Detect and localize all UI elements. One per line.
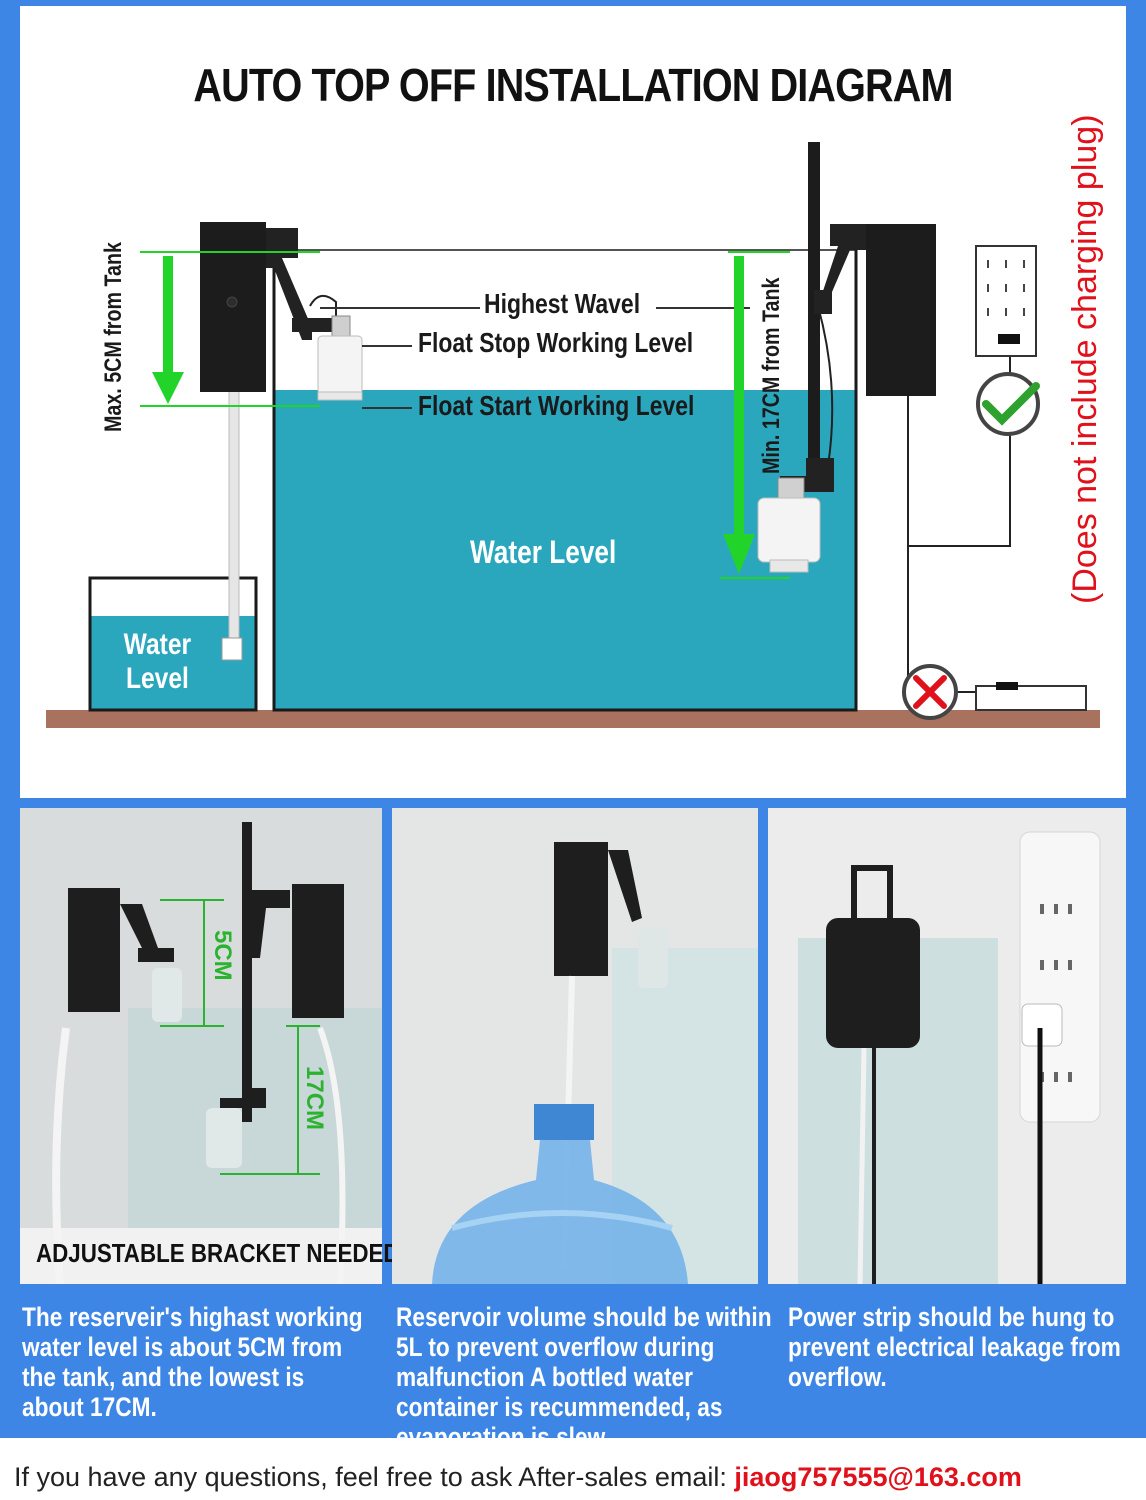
left-bracket [266,228,312,340]
photo-power-strip-drawing [768,808,1126,1284]
photo-bracket-drawing [20,808,382,1284]
caption-power-strip: Power strip should be hung to prevent el… [788,1302,1121,1392]
right-bracket [818,224,866,306]
after-sales-email[interactable]: jiaog757555@163.com [734,1462,1022,1492]
photo-water-bottle [392,808,758,1284]
reservoir [88,576,258,712]
bracket-label: ADJUSTABLE BRACKET NEEDED [36,1238,400,1268]
bottom-float [206,1108,242,1168]
footer-text: If you have any questions, feel free to … [14,1462,735,1492]
label-water-level-reservoir: Water Level [100,628,215,696]
caption-reservoir: Reservoir volume should be within 5L to … [396,1302,772,1452]
diagram-drawing [46,142,1100,728]
mark-17cm: 17CM [301,1066,328,1131]
top-float [152,968,182,1022]
photo-water-bottle-drawing [392,808,758,1284]
installation-diagram [20,6,1126,798]
floor-socket [975,685,1087,711]
float-stop [317,335,363,395]
right-controller [292,884,344,1018]
reservoir-water-line-1: Water [123,628,192,661]
label-max-from-tank: Max. 5CM from Tank [100,242,127,432]
label-float-start: Float Start Working Level [418,390,695,421]
right-controller [866,224,936,396]
label-min-from-tank: Min. 17CM from Tank [758,277,785,474]
mark-5cm: 5CM [209,930,236,981]
label-float-stop: Float Stop Working Level [418,327,694,358]
controller [554,842,608,976]
vertical-rod [242,822,252,1122]
power-strip [1019,831,1101,1123]
check-icon [976,372,1040,436]
reservoir-water [90,616,256,710]
footer: If you have any questions, feel free to … [14,1462,1022,1493]
charging-plug-note: (Does not include charging plug) [1066,114,1104,604]
main-tank [272,250,858,712]
left-controller [68,888,120,1012]
max-arrow [163,256,173,374]
photo-bracket [20,808,382,1284]
diagram-title: AUTO TOP OFF INSTALLATION DIAGRAM [193,59,953,111]
reservoir-water-line-2: Level [125,662,189,695]
float-start [757,497,821,563]
float [638,928,668,988]
label-highest-wavel: Highest Wavel [484,288,641,319]
label-water-level-tank: Water Level [470,534,617,570]
min-arrow [734,256,744,536]
caption-bracket: The reserveir's highast working water le… [22,1302,363,1422]
shelf [46,710,1100,728]
controller [826,918,920,1048]
photo-power-strip [768,808,1126,1284]
